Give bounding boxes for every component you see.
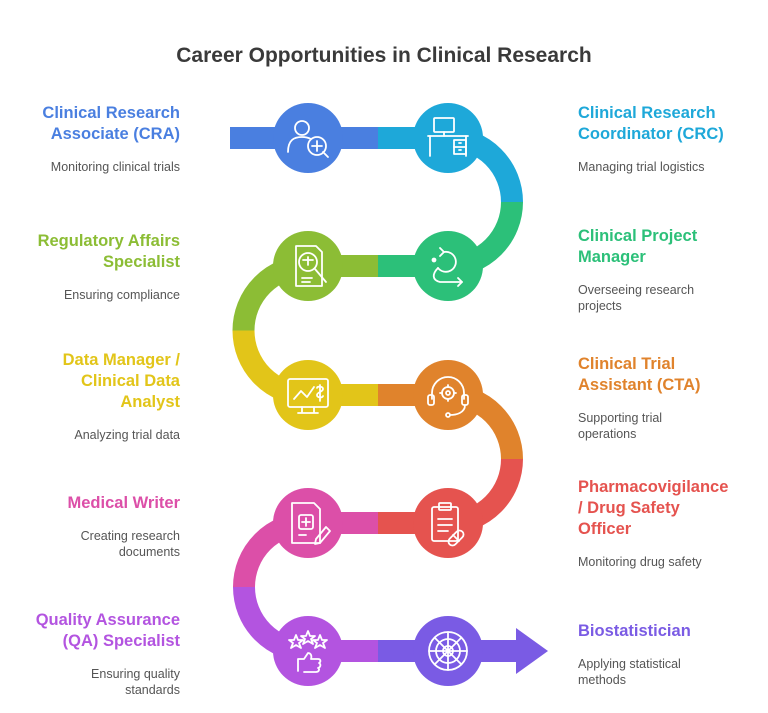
role-title: Clinical Research Associate (CRA) [42,104,180,143]
career-node [273,360,343,430]
quality-stars-icon [288,630,328,673]
career-nodes [273,103,483,686]
career-node [413,616,483,686]
role-title: Clinical Project Manager [578,227,698,266]
career-label: Clinical Research Coordinator (CRC) Manag… [578,103,753,175]
document-inspect-icon [295,245,327,287]
node-circle [413,103,483,173]
career-node [413,231,483,301]
career-node [413,103,483,173]
role-description: Managing trial logistics [578,160,705,174]
role-description: Analyzing trial data [74,428,180,442]
role-description: Monitoring drug safety [578,555,702,569]
role-description: Ensuring compliance [63,288,180,302]
role-title: Pharmacovigilance / Drug Safety Officer [578,478,729,538]
role-title: Data Manager / Clinical Data Analyst [62,351,180,411]
clipboard-pill-icon [431,502,465,547]
node-circle [273,488,343,558]
role-title: Medical Writer [67,494,180,512]
career-node [273,488,343,558]
career-label: Clinical Research Associate (CRA) Monitor… [5,103,180,175]
role-description: Overseeing research projects [578,283,695,313]
career-label: Clinical Trial Assistant (CTA) Supporting… [578,354,753,442]
role-title: Quality Assurance (QA) Specialist [35,611,180,650]
office-desk-icon [427,117,469,157]
role-description: Monitoring clinical trials [50,160,180,174]
career-node [413,360,483,430]
career-node [273,616,343,686]
role-description: Creating research documents [80,529,180,559]
role-description: Supporting trial operations [578,411,663,441]
data-monitor-icon [287,378,329,414]
node-circle [273,231,343,301]
node-circle [413,231,483,301]
medical-document-pen-icon [291,502,331,545]
statistics-chart-icon [428,631,468,671]
diagram-title: Career Opportunities in Clinical Researc… [176,44,592,67]
node-circle [413,488,483,558]
role-title: Biostatistician [578,622,691,640]
role-title: Clinical Research Coordinator (CRC) [578,104,724,143]
role-title: Clinical Trial Assistant (CTA) [578,355,701,394]
role-description: Ensuring quality standards [91,667,180,697]
person-search-icon [287,120,329,158]
node-circle [273,616,343,686]
role-description: Applying statistical methods [578,657,681,687]
project-path-icon [431,247,463,287]
career-node [273,231,343,301]
role-title: Regulatory Affairs Specialist [37,232,180,271]
arrow-head [516,628,548,674]
career-node [413,488,483,558]
headset-gear-icon [427,376,469,418]
career-node [273,103,343,173]
